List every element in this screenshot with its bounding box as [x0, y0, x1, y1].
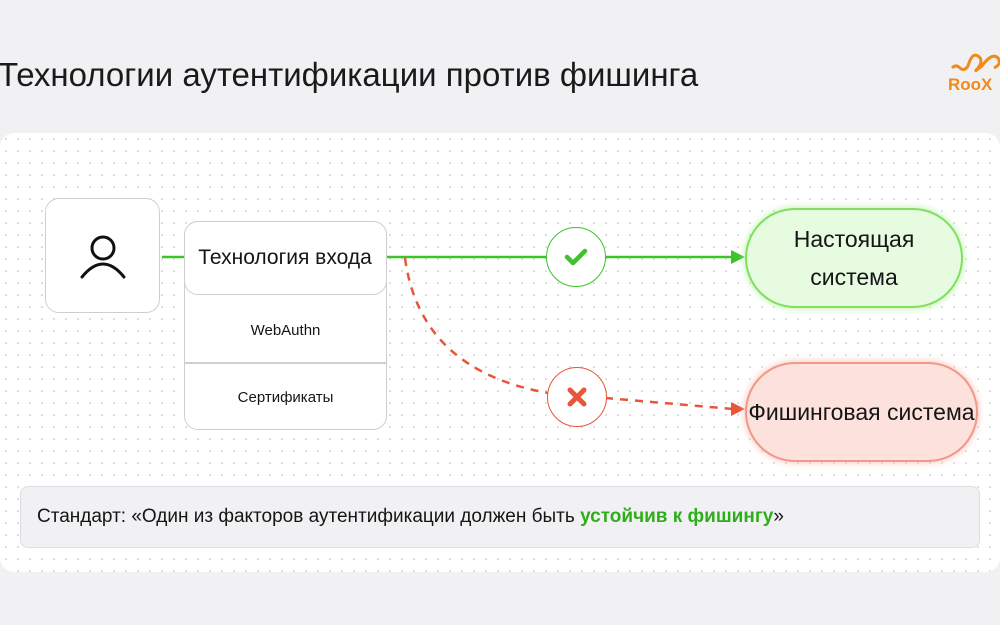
login-technology-title: Технология входа — [183, 220, 387, 295]
standard-note: Стандарт: «Один из факторов аутентификац… — [20, 486, 980, 548]
check-badge — [546, 227, 606, 287]
phishing-path-line — [403, 257, 734, 411]
cross-icon — [567, 387, 587, 407]
roox-logo: RooX — [948, 53, 1000, 94]
login-technology-box: Технология входа WebAuthn Сертификаты — [183, 220, 387, 430]
standard-suffix: » — [773, 506, 784, 527]
real-system-node: Настоящая система — [745, 208, 963, 308]
divider — [185, 362, 386, 364]
user-box — [45, 198, 160, 313]
standard-highlight: устойчив к фишингу — [580, 506, 774, 527]
real-arrowhead — [731, 250, 745, 264]
user-icon — [80, 235, 125, 278]
phishing-arrowhead — [731, 402, 745, 416]
option-webauthn: WebAuthn — [250, 322, 321, 339]
option-certificates: Сертификаты — [237, 389, 334, 406]
page-title: Технологии аутентификации против фишинга — [0, 56, 699, 93]
svg-text:RooX: RooX — [948, 75, 993, 94]
standard-prefix: Стандарт: «Один из факторов аутентификац… — [37, 506, 581, 527]
check-icon — [564, 248, 588, 266]
phishing-system-node: Фишинговая система — [745, 362, 978, 462]
cross-badge — [547, 367, 607, 427]
